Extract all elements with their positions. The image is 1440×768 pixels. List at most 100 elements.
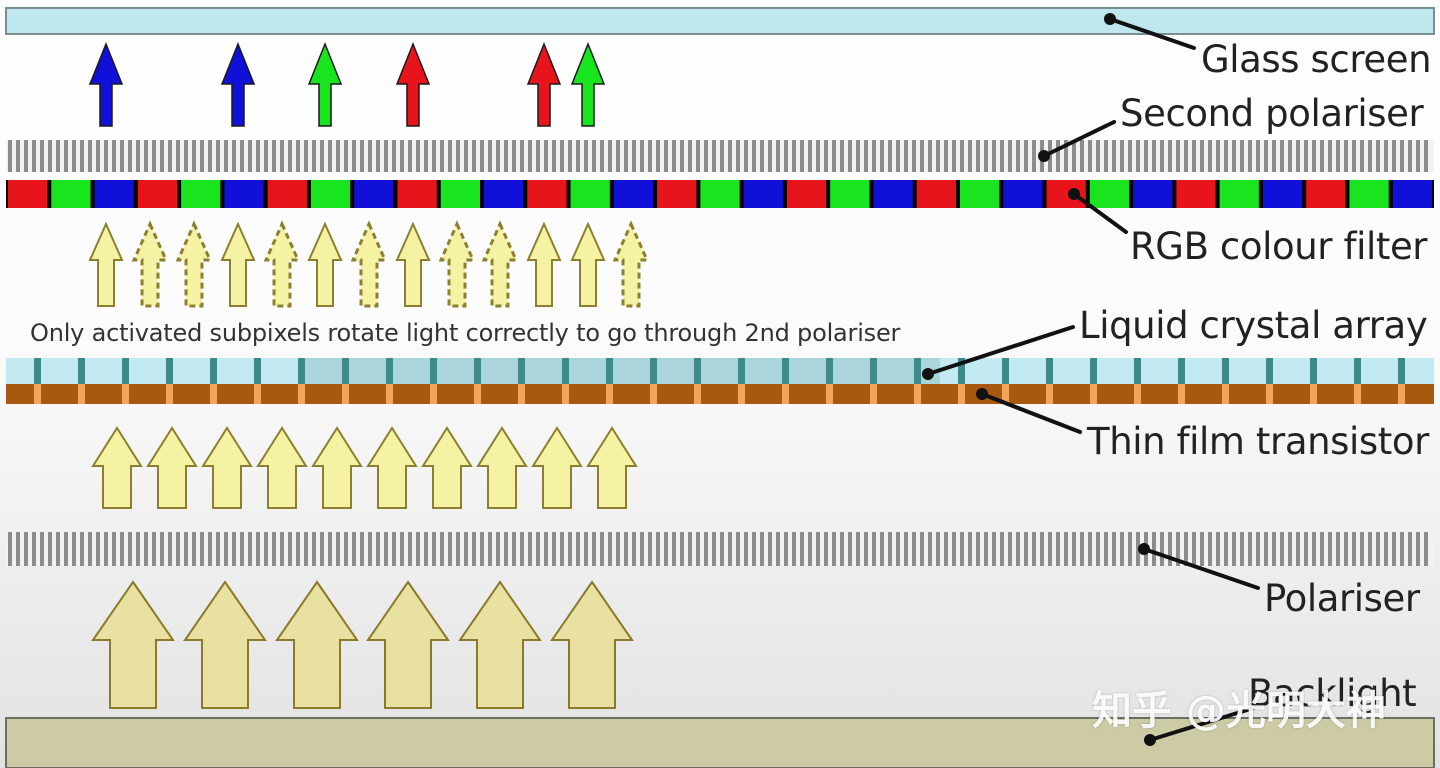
polariser-stripe	[120, 532, 124, 566]
polariser-stripe	[928, 140, 932, 172]
polariser-stripe	[1384, 140, 1388, 172]
polariser-stripe	[40, 140, 44, 172]
rgb-subpixel-blue	[484, 180, 524, 208]
polariser-stripe	[1416, 140, 1420, 172]
rgb-subpixel-green	[1219, 180, 1259, 208]
polariser-stripe	[1216, 532, 1220, 566]
polariser-stripe	[48, 140, 52, 172]
polariser-stripe	[336, 140, 340, 172]
polariser-stripe	[520, 140, 524, 172]
polariser-stripe	[816, 140, 820, 172]
emitted-light-arrow-green	[570, 41, 606, 127]
polariser-stripe	[536, 532, 540, 566]
polariser-stripe	[1296, 532, 1300, 566]
polariser-stripe	[600, 140, 604, 172]
polariser-stripe	[920, 140, 924, 172]
transistor-contact	[782, 384, 789, 404]
polariser-stripe	[1400, 140, 1404, 172]
liquid-crystal-cell-divider	[694, 358, 701, 384]
polariser-stripe	[296, 140, 300, 172]
polariser-stripe	[1328, 532, 1332, 566]
rgb-subpixel-green	[440, 180, 480, 208]
transistor-contact	[1222, 384, 1229, 404]
polarised-light-arrow	[91, 426, 143, 509]
polariser-stripe	[1352, 140, 1356, 172]
liquid-crystal-cell-divider	[298, 358, 305, 384]
transistor-contact	[606, 384, 613, 404]
polariser-stripe	[688, 140, 692, 172]
polariser-stripe	[1344, 532, 1348, 566]
polariser-stripe	[368, 532, 372, 566]
rgb-subpixel-green	[181, 180, 221, 208]
polariser-stripe	[808, 532, 812, 566]
rgb-subpixel-blue	[1133, 180, 1173, 208]
polariser-stripe	[32, 140, 36, 172]
polariser-stripe	[296, 532, 300, 566]
polariser-stripe	[912, 532, 916, 566]
polariser-stripe	[456, 532, 460, 566]
liquid-crystal-cell-divider	[210, 358, 217, 384]
polariser-stripe	[968, 532, 972, 566]
rotated-light-arrow	[88, 221, 124, 307]
polariser-stripe	[264, 140, 268, 172]
leader-line-thin-film-transistor	[980, 392, 1082, 434]
polariser-stripe	[1312, 532, 1316, 566]
polariser-stripe	[840, 140, 844, 172]
polariser-stripe	[272, 140, 276, 172]
polariser-stripe	[1232, 532, 1236, 566]
polariser-stripe	[1360, 532, 1364, 566]
polariser-stripe	[752, 532, 756, 566]
rgb-subpixel-red	[657, 180, 697, 208]
polariser-stripe	[744, 140, 748, 172]
polariser-stripe	[792, 140, 796, 172]
polariser-stripe	[208, 532, 212, 566]
polariser-stripe	[488, 140, 492, 172]
polarised-light-arrow	[586, 426, 638, 509]
liquid-crystal-cell-divider	[1222, 358, 1229, 384]
polariser-stripe	[1320, 532, 1324, 566]
polariser-stripe	[520, 532, 524, 566]
polariser-stripe	[352, 140, 356, 172]
liquid-crystal-cell-divider	[430, 358, 437, 384]
polariser-stripe	[1288, 532, 1292, 566]
polariser-stripe	[160, 532, 164, 566]
polariser-stripe	[1080, 140, 1084, 172]
polariser-stripe	[376, 140, 380, 172]
polariser-stripe	[176, 140, 180, 172]
transistor-contact	[1266, 384, 1273, 404]
polariser-stripe	[1248, 532, 1252, 566]
polariser-stripe	[720, 532, 724, 566]
polariser-stripe	[1008, 532, 1012, 566]
polariser-stripe	[704, 532, 708, 566]
polariser-stripe	[1184, 140, 1188, 172]
polariser-stripe	[960, 532, 964, 566]
polariser-stripe	[24, 532, 28, 566]
polariser-stripe	[560, 140, 564, 172]
polariser-stripe	[104, 532, 108, 566]
rotated-light-arrow	[526, 221, 562, 307]
polariser-stripe	[1352, 532, 1356, 566]
polariser-stripe	[152, 532, 156, 566]
polariser-stripe	[1096, 140, 1100, 172]
rgb-subpixel-blue	[1003, 180, 1043, 208]
polariser-stripe	[784, 140, 788, 172]
polariser-stripe	[504, 532, 508, 566]
polariser-stripe	[48, 532, 52, 566]
polariser-stripe	[584, 532, 588, 566]
transistor-contact	[386, 384, 393, 404]
polariser-stripe	[328, 140, 332, 172]
rgb-subpixel-green	[830, 180, 870, 208]
polariser-stripe	[720, 140, 724, 172]
transistor-contact	[430, 384, 437, 404]
polariser-stripe	[440, 532, 444, 566]
polariser-stripe	[1232, 140, 1236, 172]
rgb-subpixel-blue	[224, 180, 264, 208]
polariser-stripe	[152, 140, 156, 172]
polariser-stripe	[24, 140, 28, 172]
polariser-stripe	[376, 532, 380, 566]
polariser-stripe	[1408, 532, 1412, 566]
transistor-contact	[738, 384, 745, 404]
rgb-subpixel-blue	[1392, 180, 1432, 208]
polariser-stripe	[136, 532, 140, 566]
